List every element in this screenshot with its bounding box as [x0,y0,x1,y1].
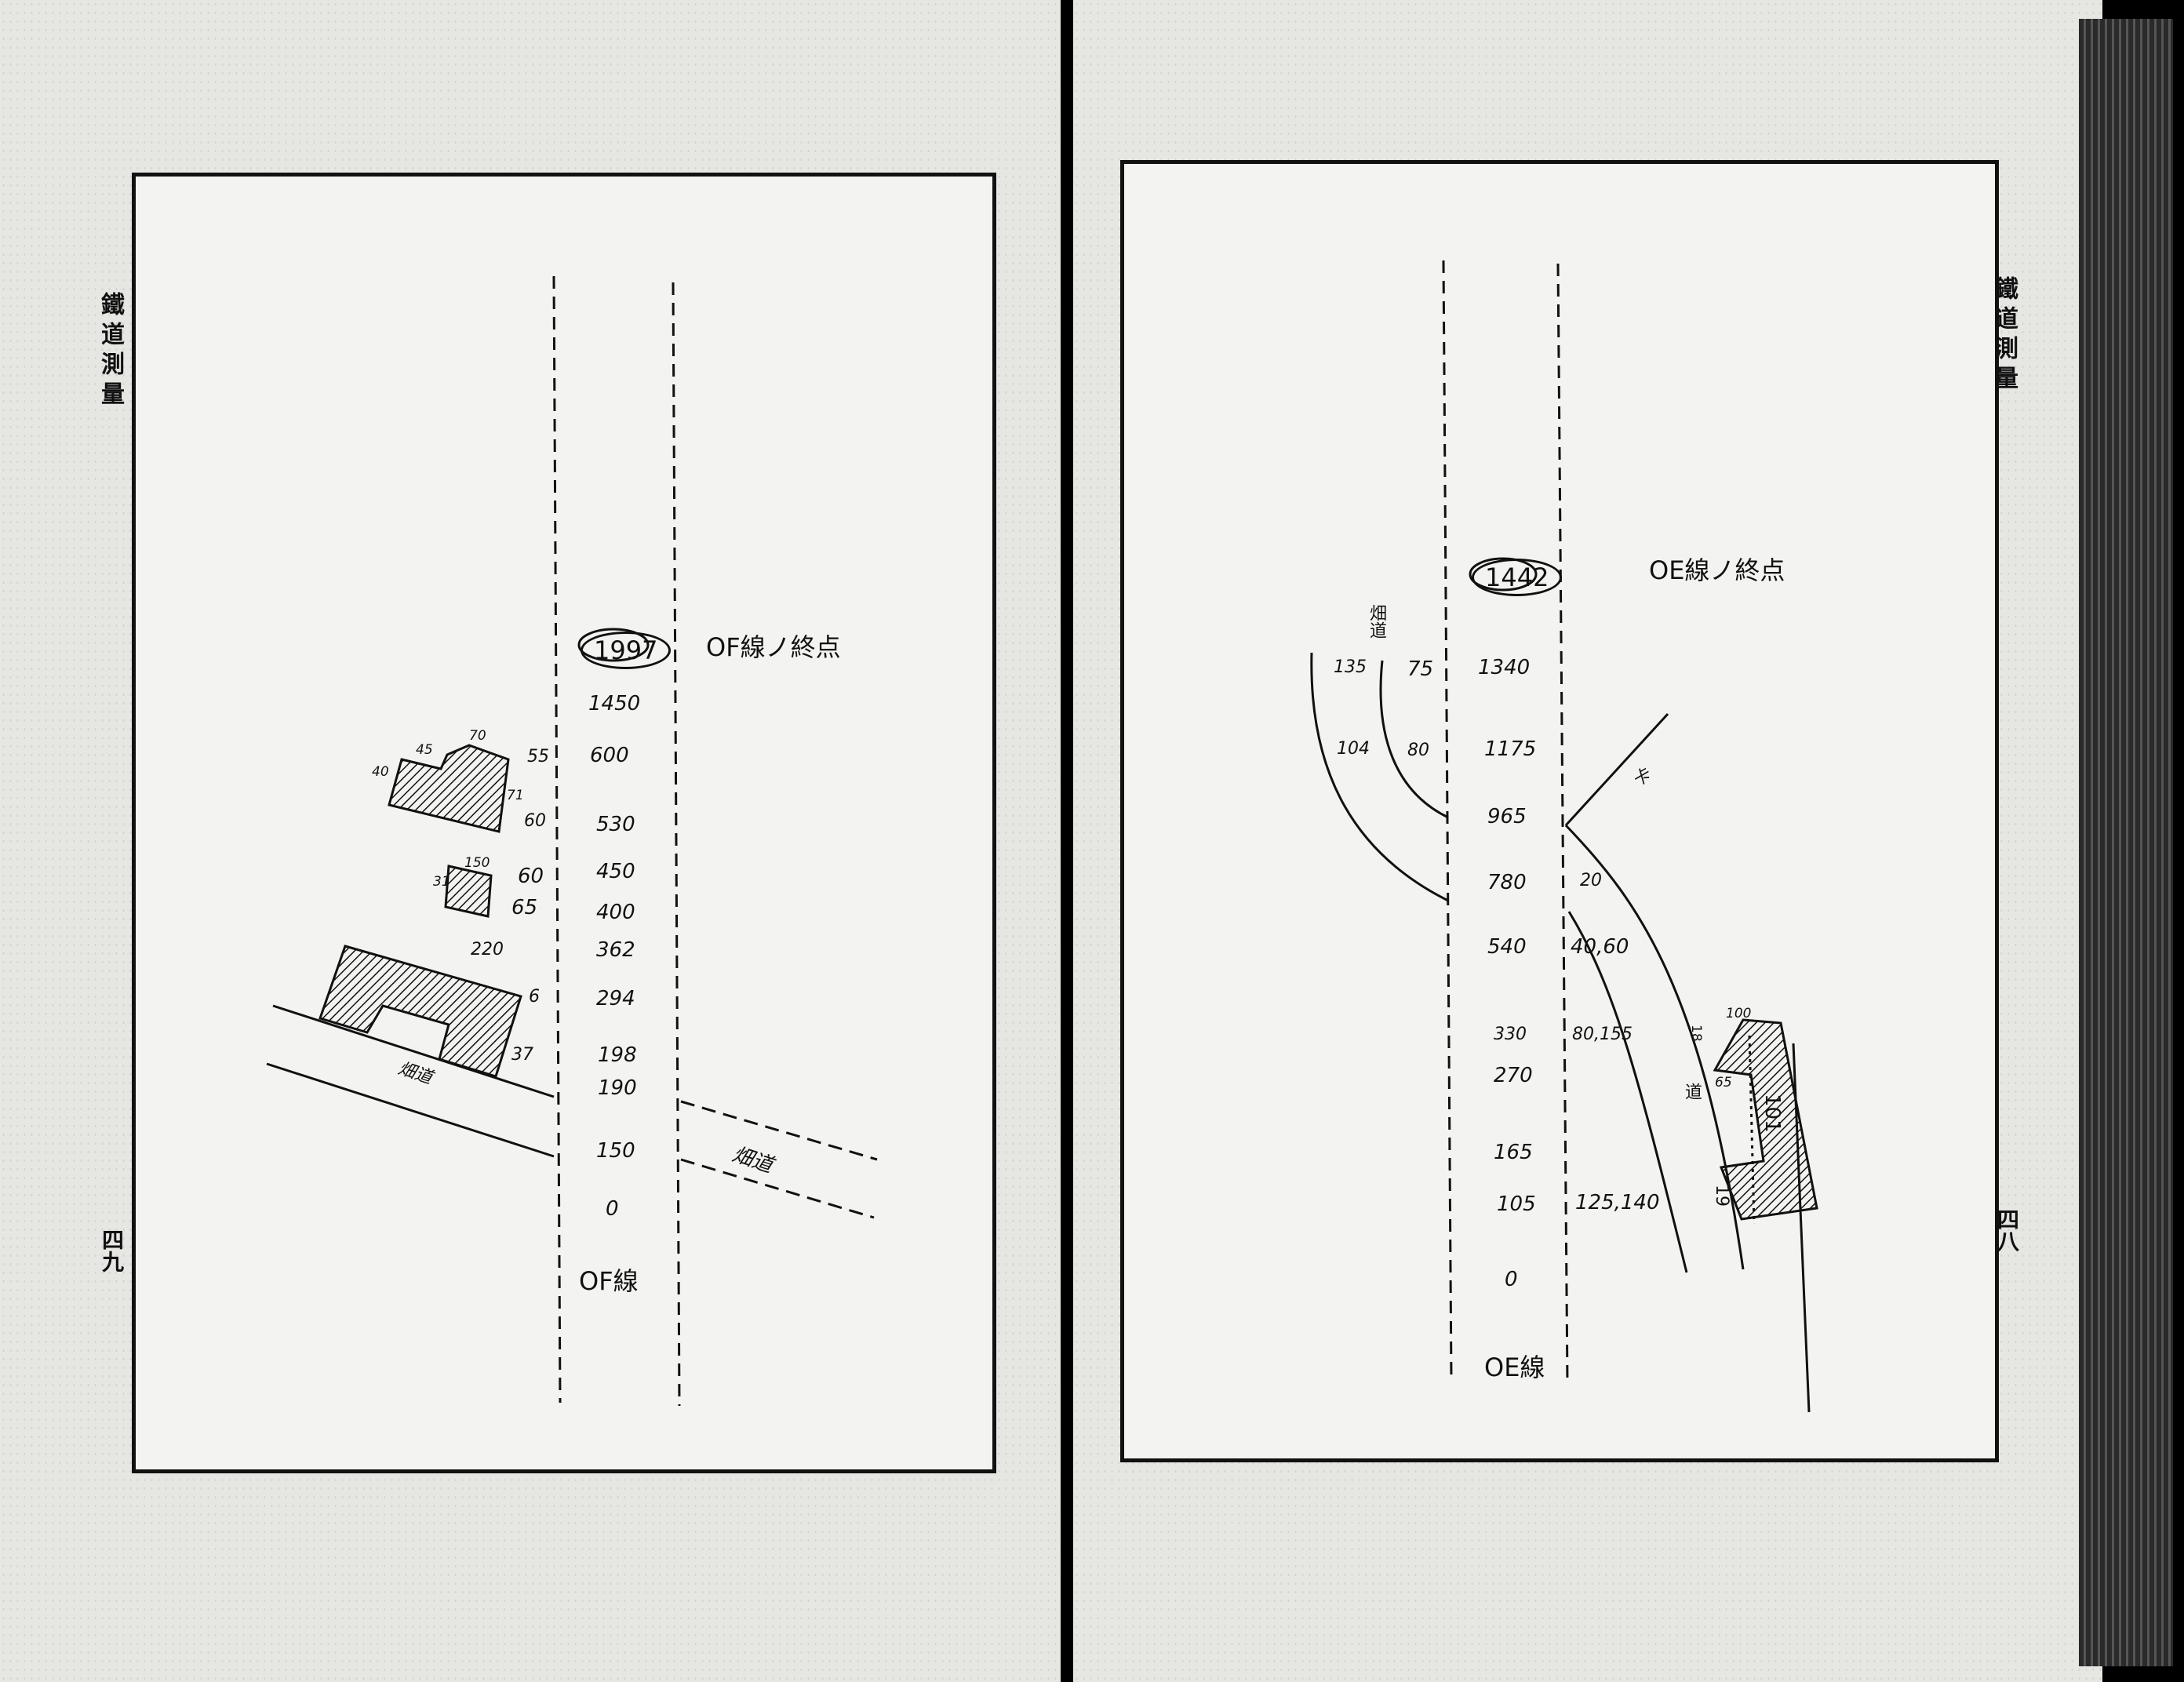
right-road-label-2: 道 [1682,1083,1702,1100]
left-dim-31: 31 [433,874,450,890]
left-dim-71: 71 [507,788,524,803]
left-dim-40: 40 [372,764,389,780]
right-branch-line [1564,712,1669,827]
left-figure-frame [132,173,996,1473]
right-dim-19: 19 [1712,1185,1731,1207]
left-chainage-294: 294 [596,987,635,1010]
right-figure-frame [1120,160,1999,1462]
right-offset-135: 135 [1334,657,1367,677]
left-offset-65: 65 [511,896,538,919]
right-chainage-165: 165 [1494,1141,1533,1164]
left-station-label: 1997 [581,632,672,669]
page-number-left: 四九 [99,1229,125,1272]
right-chainage-330: 330 [1494,1025,1527,1044]
left-building-1 [388,744,510,833]
left-strip-right-edge [672,282,681,1407]
left-line-name: OF線 [579,1266,639,1296]
right-chainage-0: 0 [1505,1268,1518,1291]
left-line-note: OF線ノ終点 [706,632,841,662]
left-chainage-450: 450 [596,860,635,883]
right-station-label: 1442 [1472,559,1563,596]
right-curve-outer [1310,652,1449,902]
right-strip-right-edge [1556,263,1569,1385]
right-line-name: OE線 [1484,1353,1545,1382]
right-road-outer [1564,824,1745,1270]
left-chainage-530: 530 [596,813,635,836]
left-offset-6: 6 [529,987,540,1007]
right-building [1713,1018,1818,1221]
left-offset-55: 55 [527,747,549,766]
page-edges [2079,19,2173,1666]
left-offset-37: 37 [511,1045,533,1065]
left-building-2 [444,865,493,918]
right-road-inner [1567,911,1688,1273]
left-dim-150: 150 [464,855,490,871]
right-road-label-1: 畑道 [1367,604,1386,639]
left-dim-70: 70 [469,728,486,744]
right-offset-80: 80 [1407,741,1429,760]
left-road-upper [272,1004,555,1098]
left-offset-60b: 60 [518,865,544,888]
right-chainage-1340: 1340 [1478,656,1531,679]
right-dim-100: 100 [1726,1006,1752,1021]
book-gutter [1061,0,1073,1682]
left-offset-60a: 60 [524,811,546,831]
right-chainage-780: 780 [1487,871,1527,894]
right-offset-104: 104 [1337,739,1370,759]
right-offset-80-155: 80,155 [1572,1025,1633,1044]
left-strip-left-edge [552,275,562,1403]
left-road-upper-dashed [680,1100,878,1161]
running-head-left: 鐵道測量 [96,292,124,411]
right-dim-65: 65 [1715,1075,1732,1090]
left-chainage-600: 600 [590,744,629,767]
right-chainage-1175: 1175 [1484,737,1537,761]
right-curve-inner [1379,660,1449,819]
right-chainage-270: 270 [1494,1064,1533,1087]
right-dim-18: 18 [1688,1025,1704,1042]
left-chainage-0: 0 [606,1197,619,1221]
right-strip-left-edge [1442,260,1453,1382]
left-chainage-400: 400 [596,901,635,924]
right-chainage-965: 965 [1487,805,1527,828]
left-chainage-150: 150 [596,1139,635,1163]
right-line-note: OE線ノ終点 [1649,555,1785,585]
right-offset-125-140: 125,140 [1575,1191,1660,1214]
left-building-3 [318,945,522,1078]
left-offset-220: 220 [471,940,504,959]
right-offset-40-60: 40,60 [1571,935,1629,959]
right-chainage-105: 105 [1497,1192,1536,1216]
left-chainage-198: 198 [598,1043,637,1067]
left-dim-45: 45 [416,742,433,758]
left-chainage-362: 362 [596,938,635,962]
right-offset-75: 75 [1407,657,1434,681]
left-road-lower-dashed [680,1158,875,1219]
right-chainage-540: 540 [1487,935,1527,959]
left-road-lower [266,1062,555,1158]
right-dim-101: 101 [1760,1094,1784,1133]
left-chainage-190: 190 [598,1076,637,1100]
right-offset-20: 20 [1580,871,1602,890]
left-chainage-1450: 1450 [588,692,641,715]
